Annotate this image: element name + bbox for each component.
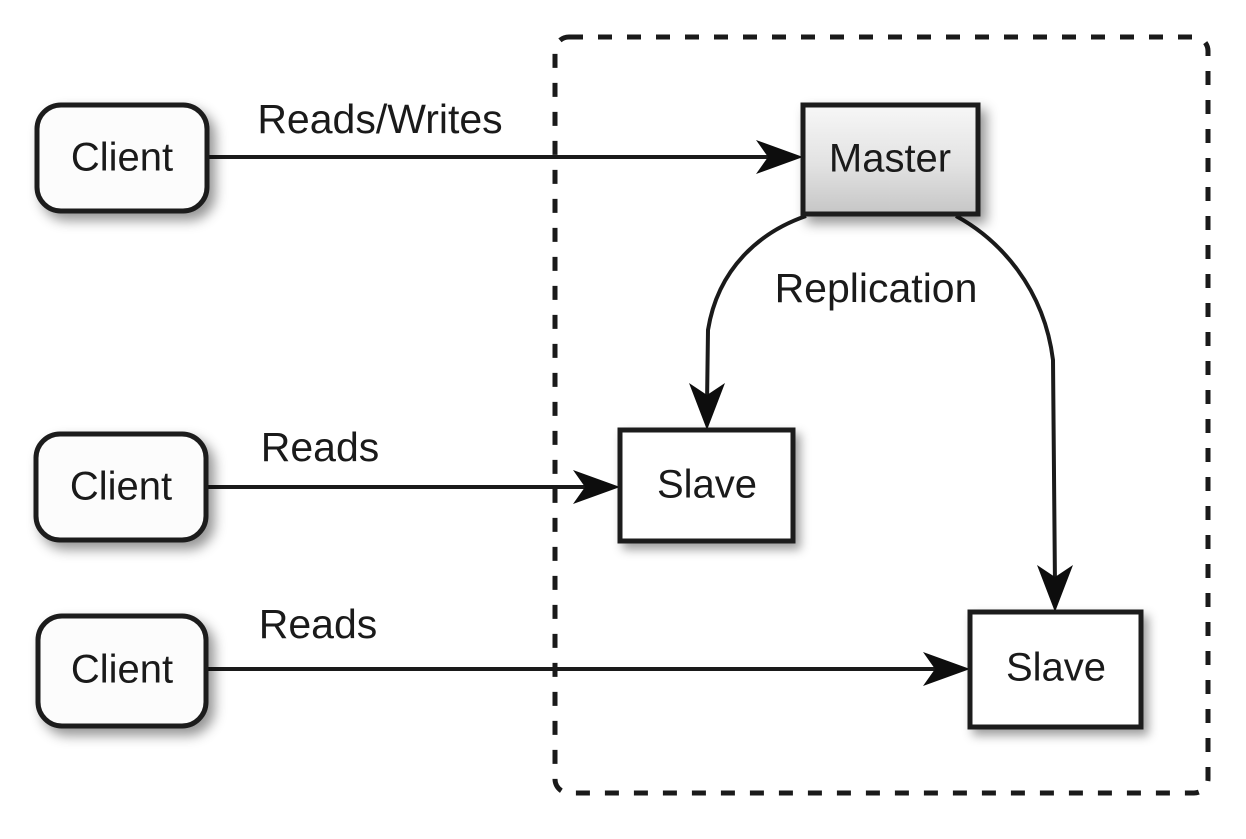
slave-box[interactable]: [617, 427, 796, 544]
arrow-head-icon: [573, 470, 620, 504]
edge-master-to-slave2-replication: [955, 214, 1073, 612]
node-client-1[interactable]: Client: [34, 102, 210, 214]
node-label: Client: [71, 648, 173, 692]
node-client-3[interactable]: Client: [35, 613, 209, 729]
arrow-head-icon: [923, 652, 970, 686]
edge-client3-to-slave2: [206, 652, 970, 686]
edge-label-reads-slave1: Reads: [261, 424, 380, 470]
node-label: Client: [70, 465, 172, 509]
edge-label-reads-writes: Reads/Writes: [257, 96, 502, 142]
edge-curve: [705, 214, 807, 405]
node-client-2[interactable]: Client: [33, 431, 209, 543]
master-box[interactable]: [800, 102, 981, 217]
edge-master-to-slave1-replication: [689, 214, 807, 430]
client-box[interactable]: [34, 102, 210, 214]
node-slave-2[interactable]: Slave: [967, 609, 1144, 730]
edge-label-replication: Replication: [775, 265, 978, 311]
edge-client2-to-slave1: [206, 470, 620, 504]
slave-box[interactable]: [967, 609, 1144, 730]
replication-cluster-boundary: [552, 34, 1211, 796]
node-label: Client: [71, 136, 173, 180]
edge-client1-to-master: [207, 140, 803, 174]
node-master[interactable]: Master: [800, 102, 981, 217]
node-label: Master: [829, 137, 951, 181]
arrow-head-icon: [689, 383, 725, 430]
node-slave-1[interactable]: Slave: [617, 427, 796, 544]
arrow-head-icon: [1037, 565, 1073, 612]
arrow-head-icon: [756, 140, 803, 174]
node-label: Slave: [657, 463, 757, 507]
node-label: Slave: [1006, 646, 1106, 690]
client-box[interactable]: [35, 613, 209, 729]
edge-label-reads-slave2: Reads: [259, 601, 378, 647]
edge-curve: [955, 214, 1057, 588]
client-box[interactable]: [33, 431, 209, 543]
